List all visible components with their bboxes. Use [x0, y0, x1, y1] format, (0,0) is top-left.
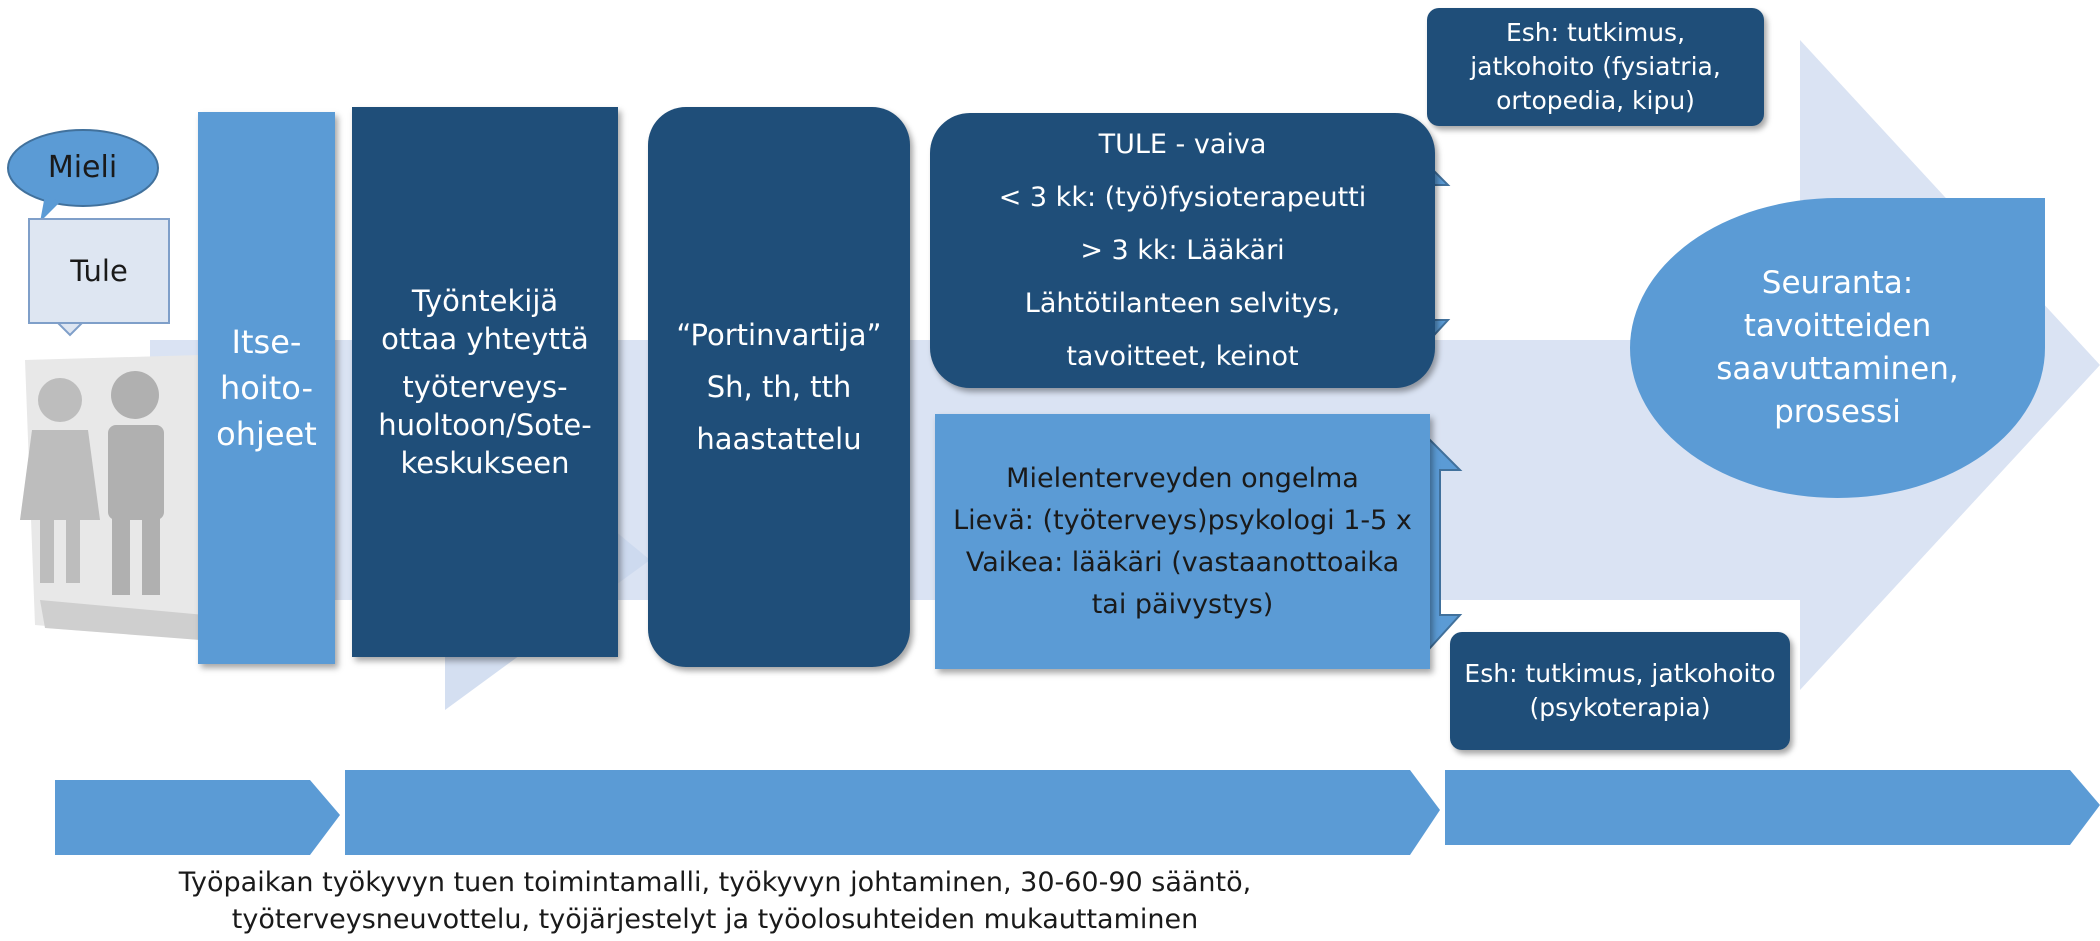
tule-line: tavoitteet, keinot — [1066, 341, 1299, 372]
esh-bottom-line: (psykoterapia) — [1529, 693, 1711, 722]
followup-line: prosessi — [1774, 394, 1901, 430]
bottom-chevron-2 — [345, 770, 1440, 855]
contact-box: Työntekijä ottaa yhteyttä työterveys-huo… — [352, 107, 618, 657]
esh-bottom-line: Esh: tutkimus, jatkohoito — [1464, 659, 1776, 688]
footer-line-1: Työpaikan työkyvyn tuen toimintamalli, t… — [178, 867, 1252, 898]
followup-shape: Seuranta: tavoitteiden saavuttaminen, pr… — [1630, 198, 2045, 498]
contact-line-1: Työntekijä ottaa yhteyttä — [381, 284, 589, 356]
self-care-line: hoito- — [219, 369, 313, 407]
tule-line: TULE - vaiva — [1098, 129, 1267, 160]
mental-line: Vaikea: lääkäri (vastaanottoaika — [965, 546, 1400, 578]
self-care-line: Itse- — [231, 323, 302, 361]
self-care-box: Itse- hoito- ohjeet — [198, 112, 335, 664]
followup-line: tavoitteiden — [1743, 308, 1932, 344]
bottom-chevron-1 — [55, 780, 340, 855]
mental-line: Lievä: (työterveys)psykologi 1-5 x — [953, 504, 1412, 536]
gatekeeper-line-2: Sh, th, tth — [706, 370, 852, 404]
mental-health-box: Mielenterveyden ongelma Lievä: (työterve… — [935, 414, 1430, 669]
gatekeeper-line-1: “Portinvartija” — [676, 318, 882, 352]
callout-label: Tule — [70, 254, 128, 288]
tule-line: Lähtötilanteen selvitys, — [1024, 288, 1341, 319]
esh-top-line: ortopedia, kipu) — [1496, 86, 1695, 115]
callout-box: Tule — [28, 218, 170, 324]
esh-top-line: jatkohoito (fysiatria, — [1470, 52, 1721, 81]
people-icon — [20, 355, 205, 640]
tule-line: < 3 kk: (työ)fysioterapeutti — [998, 182, 1367, 213]
tule-line: > 3 kk: Lääkäri — [1080, 235, 1285, 266]
specialist-top-box: Esh: tutkimus, jatkohoito (fysiatria, or… — [1427, 8, 1764, 126]
mental-line: tai päivystys) — [1091, 588, 1274, 620]
footer-caption: Työpaikan työkyvyn tuen toimintamalli, t… — [150, 862, 1280, 940]
self-care-line: ohjeet — [216, 415, 317, 453]
tule-box: TULE - vaiva < 3 kk: (työ)fysioterapeutt… — [930, 113, 1435, 388]
followup-line: Seuranta: — [1761, 265, 1914, 301]
gatekeeper-line-3: haastattelu — [696, 422, 862, 456]
contact-line-2: työterveys-huoltoon/Sote-keskukseen — [378, 370, 592, 480]
bottom-chevron-3 — [1445, 770, 2100, 845]
speech-bubble-label: Mieli — [47, 150, 118, 185]
callout-pointer — [55, 322, 85, 337]
esh-top-line: Esh: tutkimus, — [1505, 18, 1686, 47]
followup-line: saavuttaminen, — [1716, 351, 1959, 387]
footer-line-2: työterveysneuvottelu, työjärjestelyt ja … — [231, 904, 1199, 935]
specialist-bottom-box: Esh: tutkimus, jatkohoito (psykoterapia) — [1450, 632, 1790, 750]
gatekeeper-box: “Portinvartija” Sh, th, tth haastattelu — [648, 107, 910, 667]
mental-line: Mielenterveyden ongelma — [1006, 462, 1359, 494]
speech-bubble-shape — [7, 129, 159, 222]
